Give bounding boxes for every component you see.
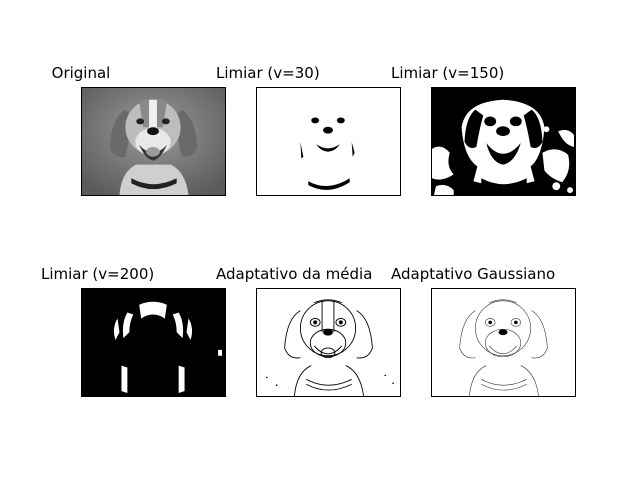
image-original xyxy=(81,87,226,196)
panel-title: Limiar (v=150) xyxy=(391,64,505,82)
panel-title: Adaptativo da média xyxy=(216,265,373,283)
image-adaptive-gaussian xyxy=(431,288,576,397)
panel-title: Limiar (v=200) xyxy=(41,265,155,283)
image-threshold-150 xyxy=(431,87,576,196)
panel-title: Original xyxy=(51,64,111,82)
panel-title: Limiar (v=30) xyxy=(216,64,320,82)
image-threshold-200 xyxy=(81,288,226,397)
image-adaptive-mean xyxy=(256,288,401,397)
panel-title: Adaptativo Gaussiano xyxy=(391,265,556,283)
image-threshold-30 xyxy=(256,87,401,196)
